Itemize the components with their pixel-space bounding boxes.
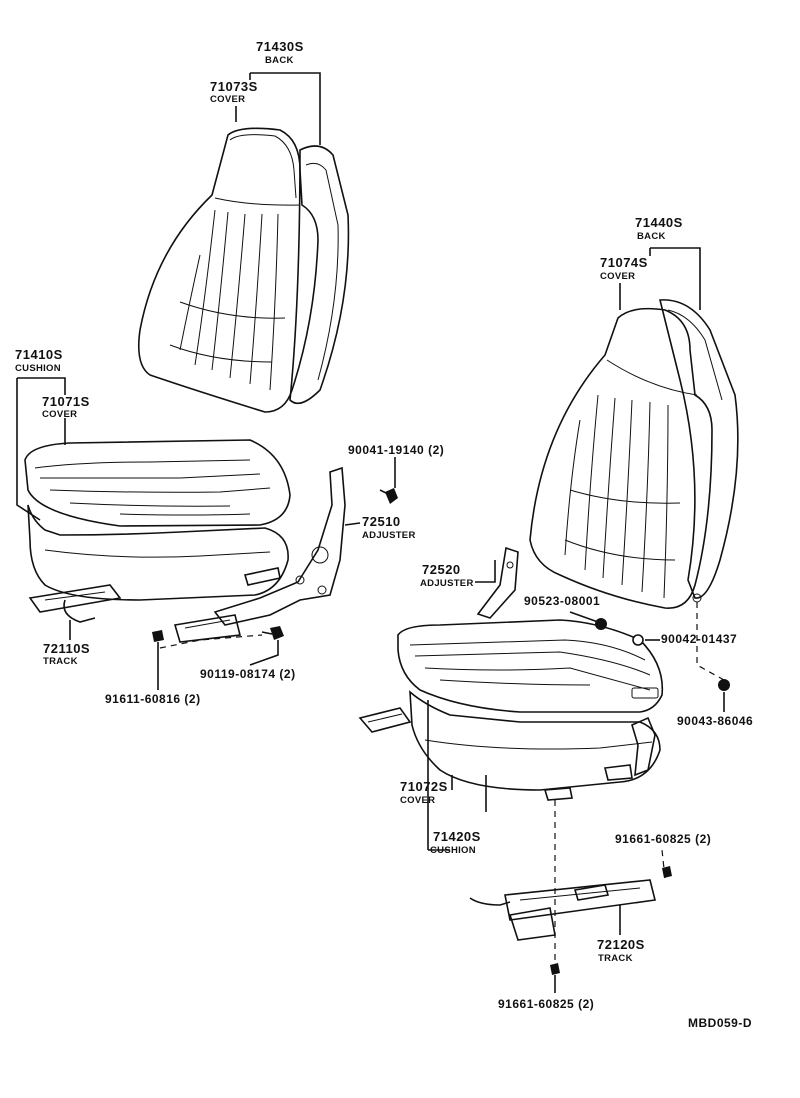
label-cover-cushion-right-part: 71072S [400, 779, 448, 794]
right-seat-cushion-illustration [358, 618, 730, 801]
label-back-left-name: BACK [265, 55, 294, 66]
label-adjuster-left-part: 72510 [362, 514, 401, 529]
label-track-left-name: TRACK [43, 656, 78, 667]
label-cover-back-right-name: COVER [600, 271, 636, 282]
label-nut-c: 90043-86046 [677, 714, 754, 728]
leader-lines [16, 72, 725, 993]
label-track-left-part: 72110S [43, 641, 91, 656]
left-seat-back-illustration [137, 127, 350, 413]
label-cover-back-left-part: 71073S [210, 79, 258, 94]
right-adjuster-illustration [476, 546, 519, 619]
label-cushion-left-name: CUSHION [15, 363, 61, 374]
label-track-right-part: 72120S [597, 937, 645, 952]
label-cover-cushion-left-part: 71071S [42, 394, 90, 409]
label-cover-back-right-part: 71074S [600, 255, 648, 270]
label-screw-top-left: 90041-19140 (2) [348, 443, 445, 457]
left-adjuster-track-illustration [28, 466, 398, 650]
label-bolt-mid-left: 90119-08174 (2) [200, 667, 296, 681]
label-washer-b: 90042-01437 [661, 632, 738, 646]
label-adjuster-left-name: ADJUSTER [362, 530, 416, 541]
label-back-right-part: 71440S [635, 215, 683, 230]
label-cover-cushion-left-name: COVER [42, 409, 78, 420]
label-bolt-right-bottom: 91661-60825 (2) [498, 997, 595, 1011]
label-cushion-left-part: 71410S [15, 347, 63, 362]
diagram-code: MBD059-D [688, 1016, 753, 1030]
label-back-right-name: BACK [637, 231, 666, 242]
label-cushion-right-name: CUSHION [430, 845, 476, 856]
label-bolt-bottom-left: 91611-60816 (2) [105, 692, 201, 706]
label-cover-cushion-right-name: COVER [400, 795, 436, 806]
label-back-left-part: 71430S [256, 39, 304, 54]
label-bolt-right-top: 91661-60825 (2) [615, 832, 712, 846]
left-seat-cushion-illustration [24, 439, 291, 601]
label-cover-back-left-name: COVER [210, 94, 246, 105]
label-adjuster-right-part: 72520 [422, 562, 461, 577]
label-nut-a: 90523-08001 [524, 594, 601, 608]
label-adjuster-right-name: ADJUSTER [420, 578, 474, 589]
right-seat-back-illustration [529, 299, 739, 609]
right-track-illustration [469, 866, 672, 985]
label-track-right-name: TRACK [598, 953, 633, 964]
label-cushion-right-part: 71420S [433, 829, 481, 844]
